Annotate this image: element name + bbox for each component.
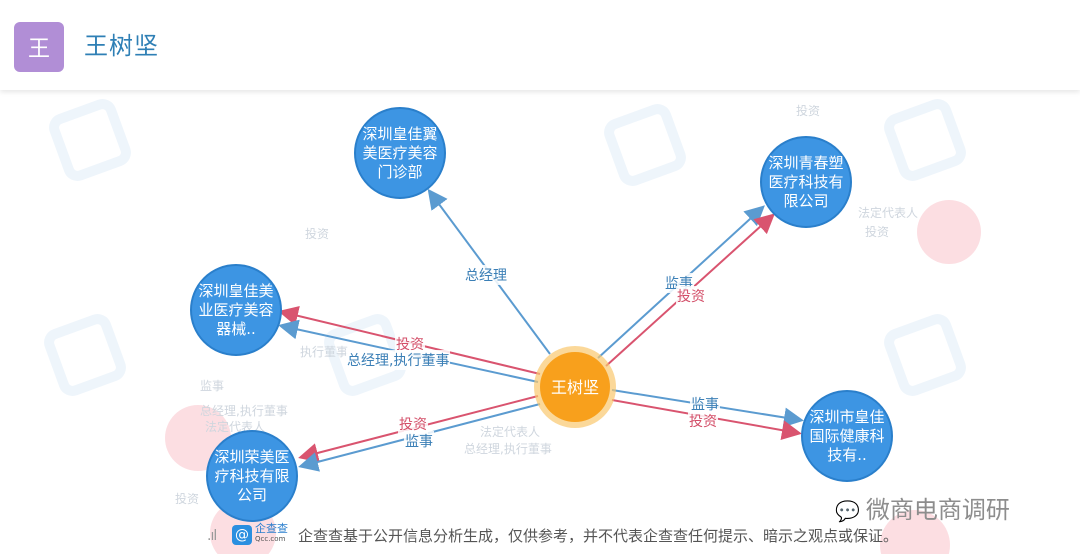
- header: 王 王树坚: [0, 0, 1080, 90]
- background-node: [917, 200, 981, 264]
- signal-bars-icon: .ıl: [207, 528, 217, 544]
- watermark-text: 微商电商调研: [865, 496, 1010, 524]
- avatar: 王: [14, 22, 64, 72]
- background-edge-label: 法定代表人: [480, 425, 541, 439]
- company-node[interactable]: 深圳皇佳美业医疗美容器械..: [190, 264, 282, 356]
- background-edge-label: 投资: [796, 104, 821, 118]
- background-edge-label: 监事: [200, 379, 225, 393]
- company-node[interactable]: 深圳市皇佳国际健康科技有..: [801, 390, 893, 482]
- company-node[interactable]: 深圳皇佳翼美医疗美容门诊部: [354, 107, 446, 199]
- edge-label-c5-red: 投资: [398, 414, 428, 434]
- wechat-icon: 💬: [835, 499, 860, 523]
- background-edge-label: 法定代表人: [858, 206, 919, 220]
- edge-label-c3-blue: 总经理,执行董事: [346, 350, 451, 370]
- person-node[interactable]: 王树坚: [540, 352, 610, 422]
- edge-label-c2-red: 投资: [676, 286, 706, 306]
- edge-label-c3-red: 投资: [395, 334, 425, 354]
- relationship-graph[interactable]: 投资 投资 监事 总经理,执行董事 法定代表人 法定代表人 总经理,执行董事 执…: [0, 90, 1080, 554]
- background-edge-label: 执行董事: [300, 345, 349, 359]
- company-node[interactable]: 深圳青春塑医疗科技有限公司: [760, 136, 852, 228]
- brand-en: Qcc.com: [255, 535, 286, 543]
- background-edge-label: 投资: [865, 225, 890, 239]
- background-edge-label: 总经理,执行董事: [200, 404, 288, 418]
- disclaimer-text: 企查查基于公开信息分析生成，仅供参考，并不代表企查查任何提示、暗示之观点或保证。: [298, 527, 899, 545]
- background-edge-label: 投资: [175, 492, 200, 506]
- qcc-brand: 企查查 Qcc.com: [255, 523, 288, 545]
- edge-label-c4-blue: 监事: [690, 394, 720, 414]
- page-title[interactable]: 王树坚: [84, 32, 159, 60]
- edge-label-c5-blue: 监事: [404, 431, 434, 451]
- brand-cn: 企查查: [255, 522, 288, 535]
- watermark: 💬微商电商调研: [835, 490, 1010, 525]
- background-edge-label: 投资: [305, 227, 330, 241]
- graph-edges: [278, 188, 804, 472]
- qcc-logo-icon: @: [232, 525, 252, 545]
- company-node[interactable]: 深圳荣美医疗科技有限公司: [206, 430, 298, 522]
- footer: .ıl @ 企查查 Qcc.com 企查查基于公开信息分析生成，仅供参考，并不代…: [0, 516, 1080, 554]
- edge-label-c1: 总经理: [464, 265, 508, 285]
- edge-label-c4-red: 投资: [688, 411, 718, 431]
- background-edge-label: 总经理,执行董事: [464, 442, 552, 456]
